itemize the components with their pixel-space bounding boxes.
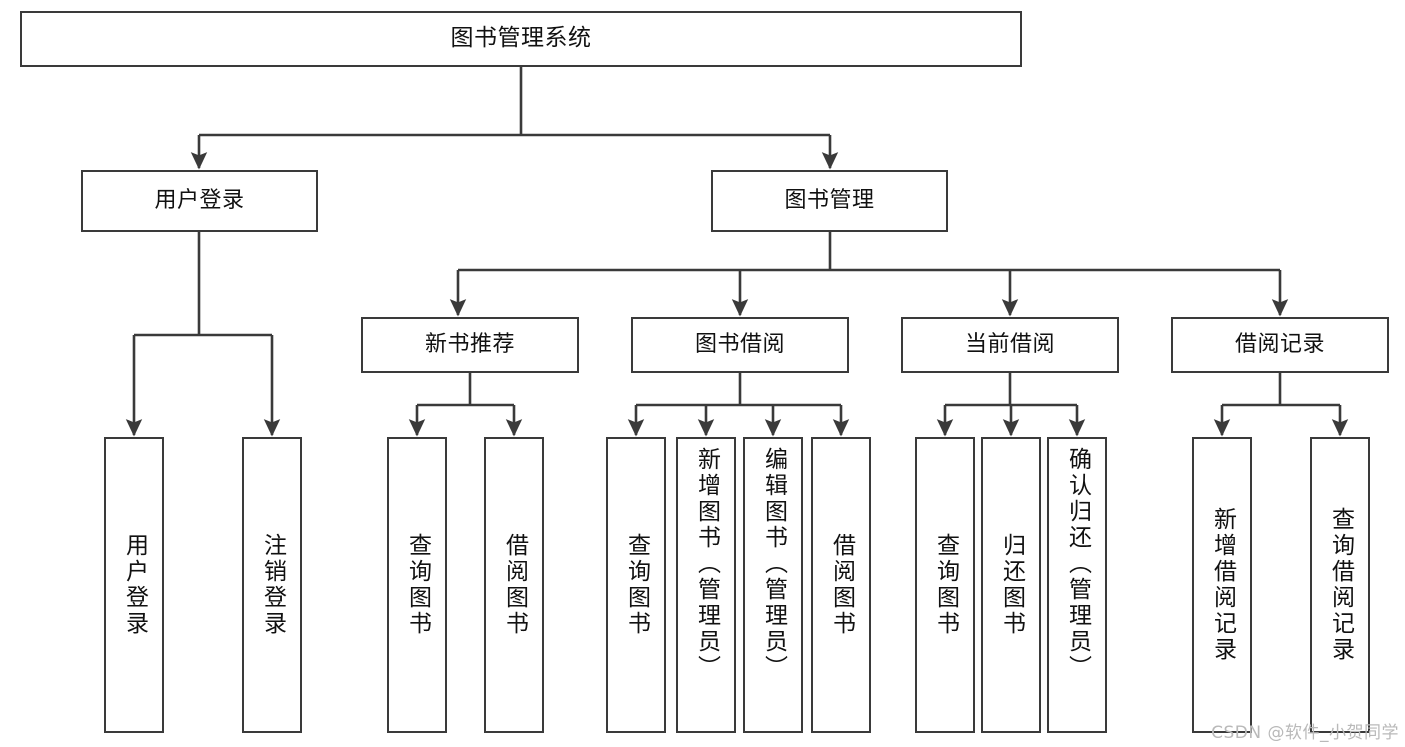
csdn-watermark: CSDN @软件_小贺同学 [1211,723,1399,743]
node-new-book-recommend-label: 新书推荐 [424,332,515,358]
node-current-borrow[interactable]: 当前借阅 [901,317,1119,373]
node-leaf-borrow-query[interactable]: 查询图书 [606,437,666,733]
node-leaf-borrow-add[interactable]: 新增图书（管理员） [676,437,736,733]
node-new-book-recommend[interactable]: 新书推荐 [361,317,579,373]
node-user-login-label: 用户登录 [154,188,245,214]
node-leaf-borrow-add-label: 新增图书（管理员） [693,447,720,681]
node-leaf-rec-borrow-label: 借阅图书 [501,533,528,637]
node-leaf-borrow-query-label: 查询图书 [623,533,650,637]
node-book-management[interactable]: 图书管理 [711,170,948,232]
node-leaf-borrow-lend[interactable]: 借阅图书 [811,437,871,733]
node-leaf-borrow-edit-label: 编辑图书（管理员） [760,447,787,681]
node-leaf-user-logout-label: 注销登录 [259,533,286,637]
node-leaf-rec-search[interactable]: 查询借阅记录 [1310,437,1370,733]
node-leaf-user-login-label: 用户登录 [121,533,148,637]
node-leaf-user-login[interactable]: 用户登录 [104,437,164,733]
node-current-borrow-label: 当前借阅 [964,332,1055,358]
node-leaf-user-logout[interactable]: 注销登录 [242,437,302,733]
node-leaf-borrow-lend-label: 借阅图书 [828,533,855,637]
node-leaf-rec-search-label: 查询借阅记录 [1327,507,1354,663]
node-leaf-cur-query-label: 查询图书 [932,533,959,637]
node-leaf-cur-confirm-label: 确认归还（管理员） [1064,447,1091,681]
node-book-management-label: 图书管理 [784,188,875,214]
node-leaf-rec-query-label: 查询图书 [404,533,431,637]
node-leaf-rec-query[interactable]: 查询图书 [387,437,447,733]
node-leaf-rec-add[interactable]: 新增借阅记录 [1192,437,1252,733]
node-root[interactable]: 图书管理系统 [20,11,1022,67]
node-leaf-borrow-edit[interactable]: 编辑图书（管理员） [743,437,803,733]
node-user-login[interactable]: 用户登录 [81,170,318,232]
node-book-borrow-label: 图书借阅 [694,332,785,358]
node-leaf-cur-query[interactable]: 查询图书 [915,437,975,733]
node-leaf-rec-borrow[interactable]: 借阅图书 [484,437,544,733]
node-leaf-cur-return-label: 归还图书 [998,533,1025,637]
node-book-borrow[interactable]: 图书借阅 [631,317,849,373]
node-leaf-rec-add-label: 新增借阅记录 [1209,507,1236,663]
node-leaf-cur-return[interactable]: 归还图书 [981,437,1041,733]
node-borrow-record[interactable]: 借阅记录 [1171,317,1389,373]
node-borrow-record-label: 借阅记录 [1234,332,1325,358]
node-root-label: 图书管理系统 [450,25,592,52]
node-leaf-cur-confirm[interactable]: 确认归还（管理员） [1047,437,1107,733]
